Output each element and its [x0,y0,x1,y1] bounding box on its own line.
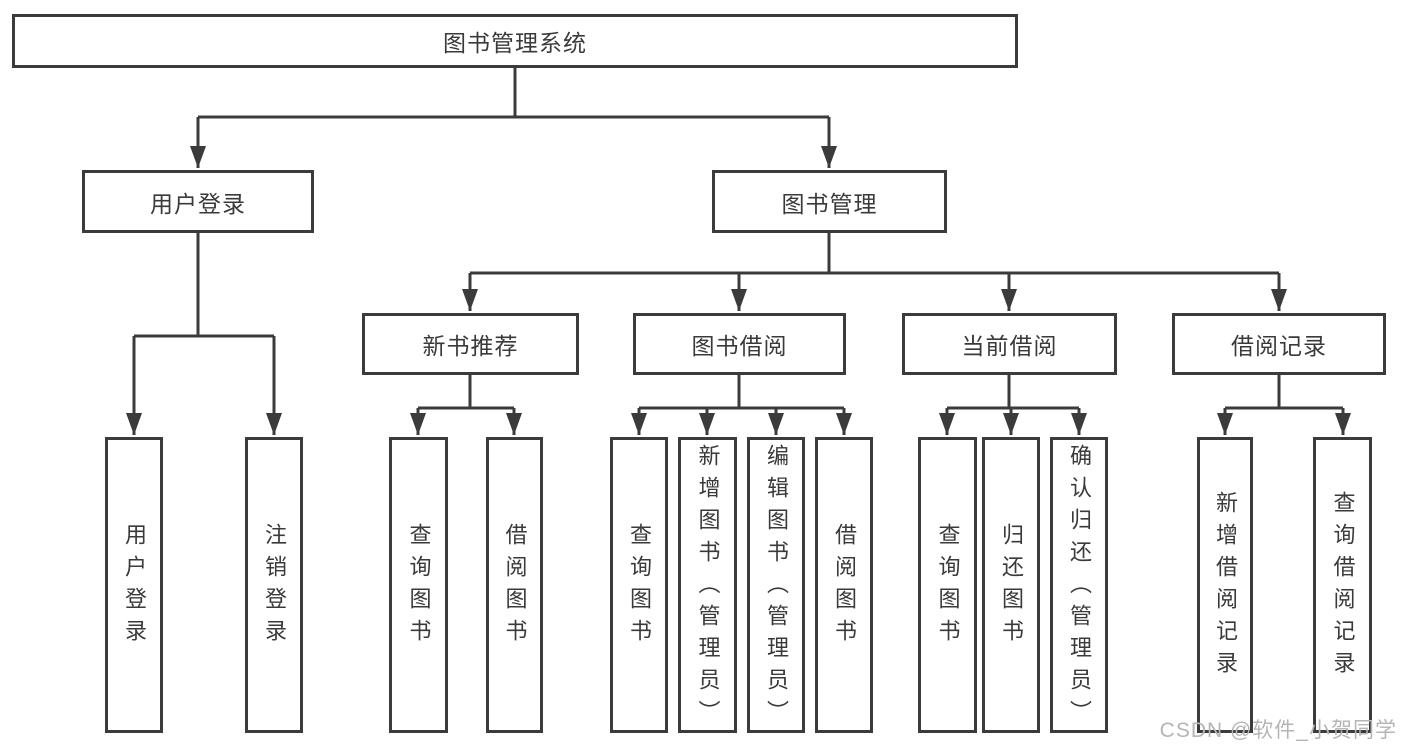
leaf-nb-query-book: 查询图书 [389,437,448,733]
leaf-br-query-record: 查询借阅记录 [1313,437,1372,733]
leaf-bb-add-book-admin: 新增图书（管理员） [678,437,737,733]
node-current-borrow: 当前借阅 [902,313,1117,375]
connector-arrows [126,117,1351,435]
node-book-management: 图书管理 [712,170,947,233]
leaf-br-add-record: 新增借阅记录 [1197,437,1253,733]
leaf-bb-edit-book-admin: 编辑图书（管理员） [747,437,805,733]
node-book-borrow: 图书借阅 [633,313,846,375]
node-root-system: 图书管理系统 [12,14,1018,68]
node-borrow-record: 借阅记录 [1172,313,1386,375]
node-user-login: 用户登录 [82,170,314,233]
leaf-user-login: 用户登录 [105,437,163,733]
watermark: CSDN @软件_小贺同学 [1159,719,1397,742]
leaf-nb-borrow-book: 借阅图书 [486,437,543,733]
leaf-logout-login: 注销登录 [245,437,303,733]
leaf-cb-query-book: 查询图书 [918,437,977,733]
leaf-bb-query-book: 查询图书 [610,437,668,733]
node-new-book-recommend: 新书推荐 [362,313,579,375]
leaf-bb-borrow-book: 借阅图书 [815,437,873,733]
leaf-cb-confirm-return-admin: 确认归还（管理员） [1050,437,1108,733]
connector-lines [134,68,1343,410]
leaf-cb-return-book: 归还图书 [982,437,1040,733]
